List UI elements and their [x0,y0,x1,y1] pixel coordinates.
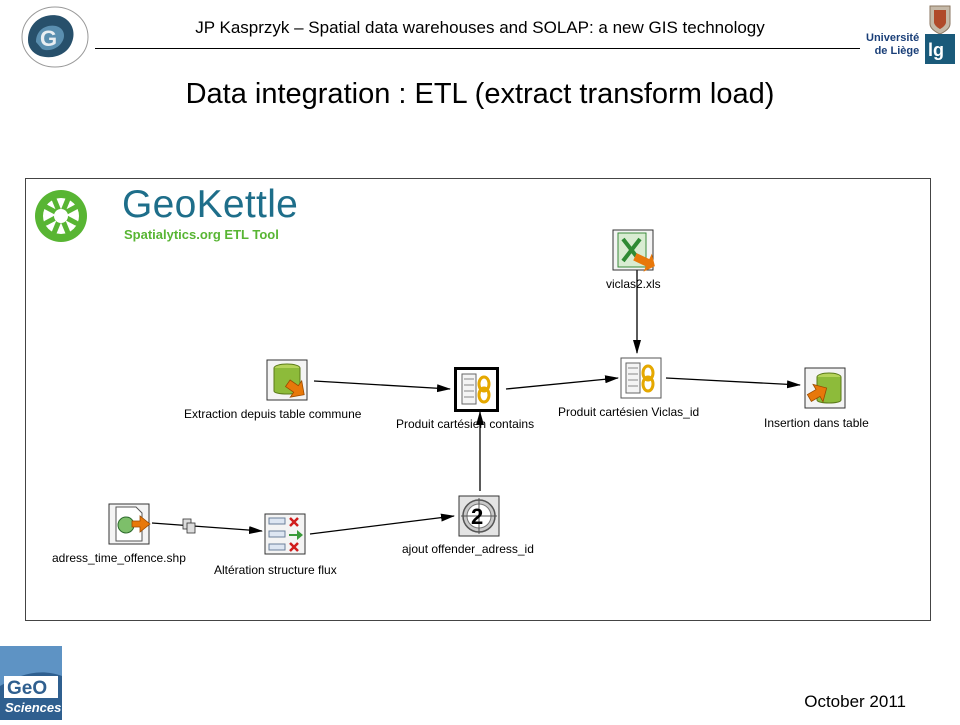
table-output-icon[interactable] [804,367,848,411]
university-name: Université de Liège [866,32,920,57]
copy-rows-icon [182,518,196,534]
geomatique-logo: G [10,2,90,72]
hop-viclas-to-insertion [665,377,801,389]
step-label: viclas2.xls [606,277,661,291]
hop-shp-to-alteration [151,522,263,535]
shapefile-input-icon[interactable] [108,503,152,547]
step-label: ajout offender_adress_id [402,542,534,556]
geosciences-logo: GeO Sciences [0,646,62,720]
header-rule [95,48,860,49]
slide-title: Data integration : ETL (extract transfor… [185,78,775,110]
svg-text:G: G [40,26,57,51]
geokettle-brand: GeoKettle [122,183,299,226]
ulg-seal-logo: lg [922,4,958,64]
join-icon[interactable] [620,357,664,401]
step-label: adress_time_offence.shp [52,551,186,565]
hop-alteration-to-ajout [309,513,455,535]
hop-contains-to-viclas [505,375,619,390]
svg-text:GeO: GeO [7,678,47,699]
join-icon[interactable] [454,367,500,413]
step-label: Produit cartésien Viclas_id [558,405,700,419]
sequence-icon[interactable]: 2 [458,495,502,539]
hops-layer [151,269,801,535]
svg-text:Sciences: Sciences [5,700,61,715]
step-label: Extraction depuis table commune [184,407,362,421]
table-input-icon[interactable] [266,359,310,403]
etl-diagram-frame: GeoKettle Spatialytics.org ETL Tool vicl… [25,178,931,621]
excel-input-icon[interactable] [612,229,656,273]
svg-text:lg: lg [928,40,944,60]
header-text: JP Kasprzyk – Spatial data warehouses an… [195,18,765,37]
hop-extraction-to-contains [313,380,451,393]
geokettle-logo-icon [35,190,87,242]
geokettle-tagline: Spatialytics.org ETL Tool [124,227,279,242]
footer-date: October 2011 [804,692,906,711]
step-label: Altération structure flux [214,563,337,577]
select-values-icon[interactable] [264,513,308,557]
step-label: Produit cartésien contains [396,417,535,431]
svg-text:2: 2 [471,504,483,529]
step-label: Insertion dans table [764,416,869,430]
